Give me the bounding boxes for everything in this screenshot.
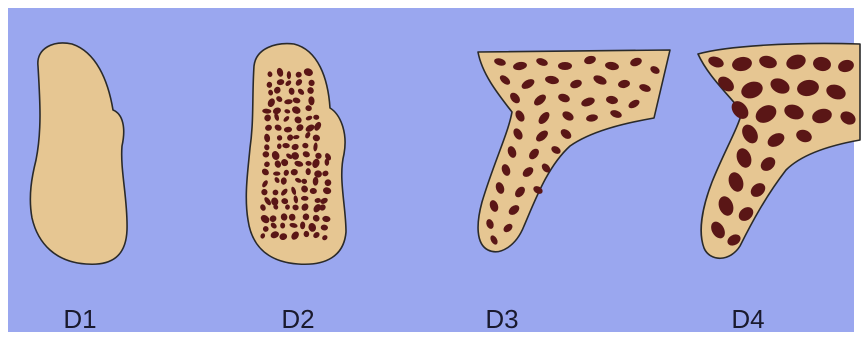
marrow-pore: [558, 62, 572, 70]
label-d3: D3: [485, 304, 518, 334]
specimen-d1: [30, 43, 127, 264]
specimen-d4: [698, 43, 860, 258]
label-d4: D4: [731, 304, 764, 334]
specimen-d3: [478, 50, 670, 252]
marrow-pore: [273, 171, 280, 175]
marrow-pore: [287, 71, 291, 79]
bone-d1-shape: [30, 43, 127, 264]
specimen-d2: [246, 44, 346, 265]
label-d2: D2: [281, 304, 314, 334]
label-d1: D1: [63, 304, 96, 334]
